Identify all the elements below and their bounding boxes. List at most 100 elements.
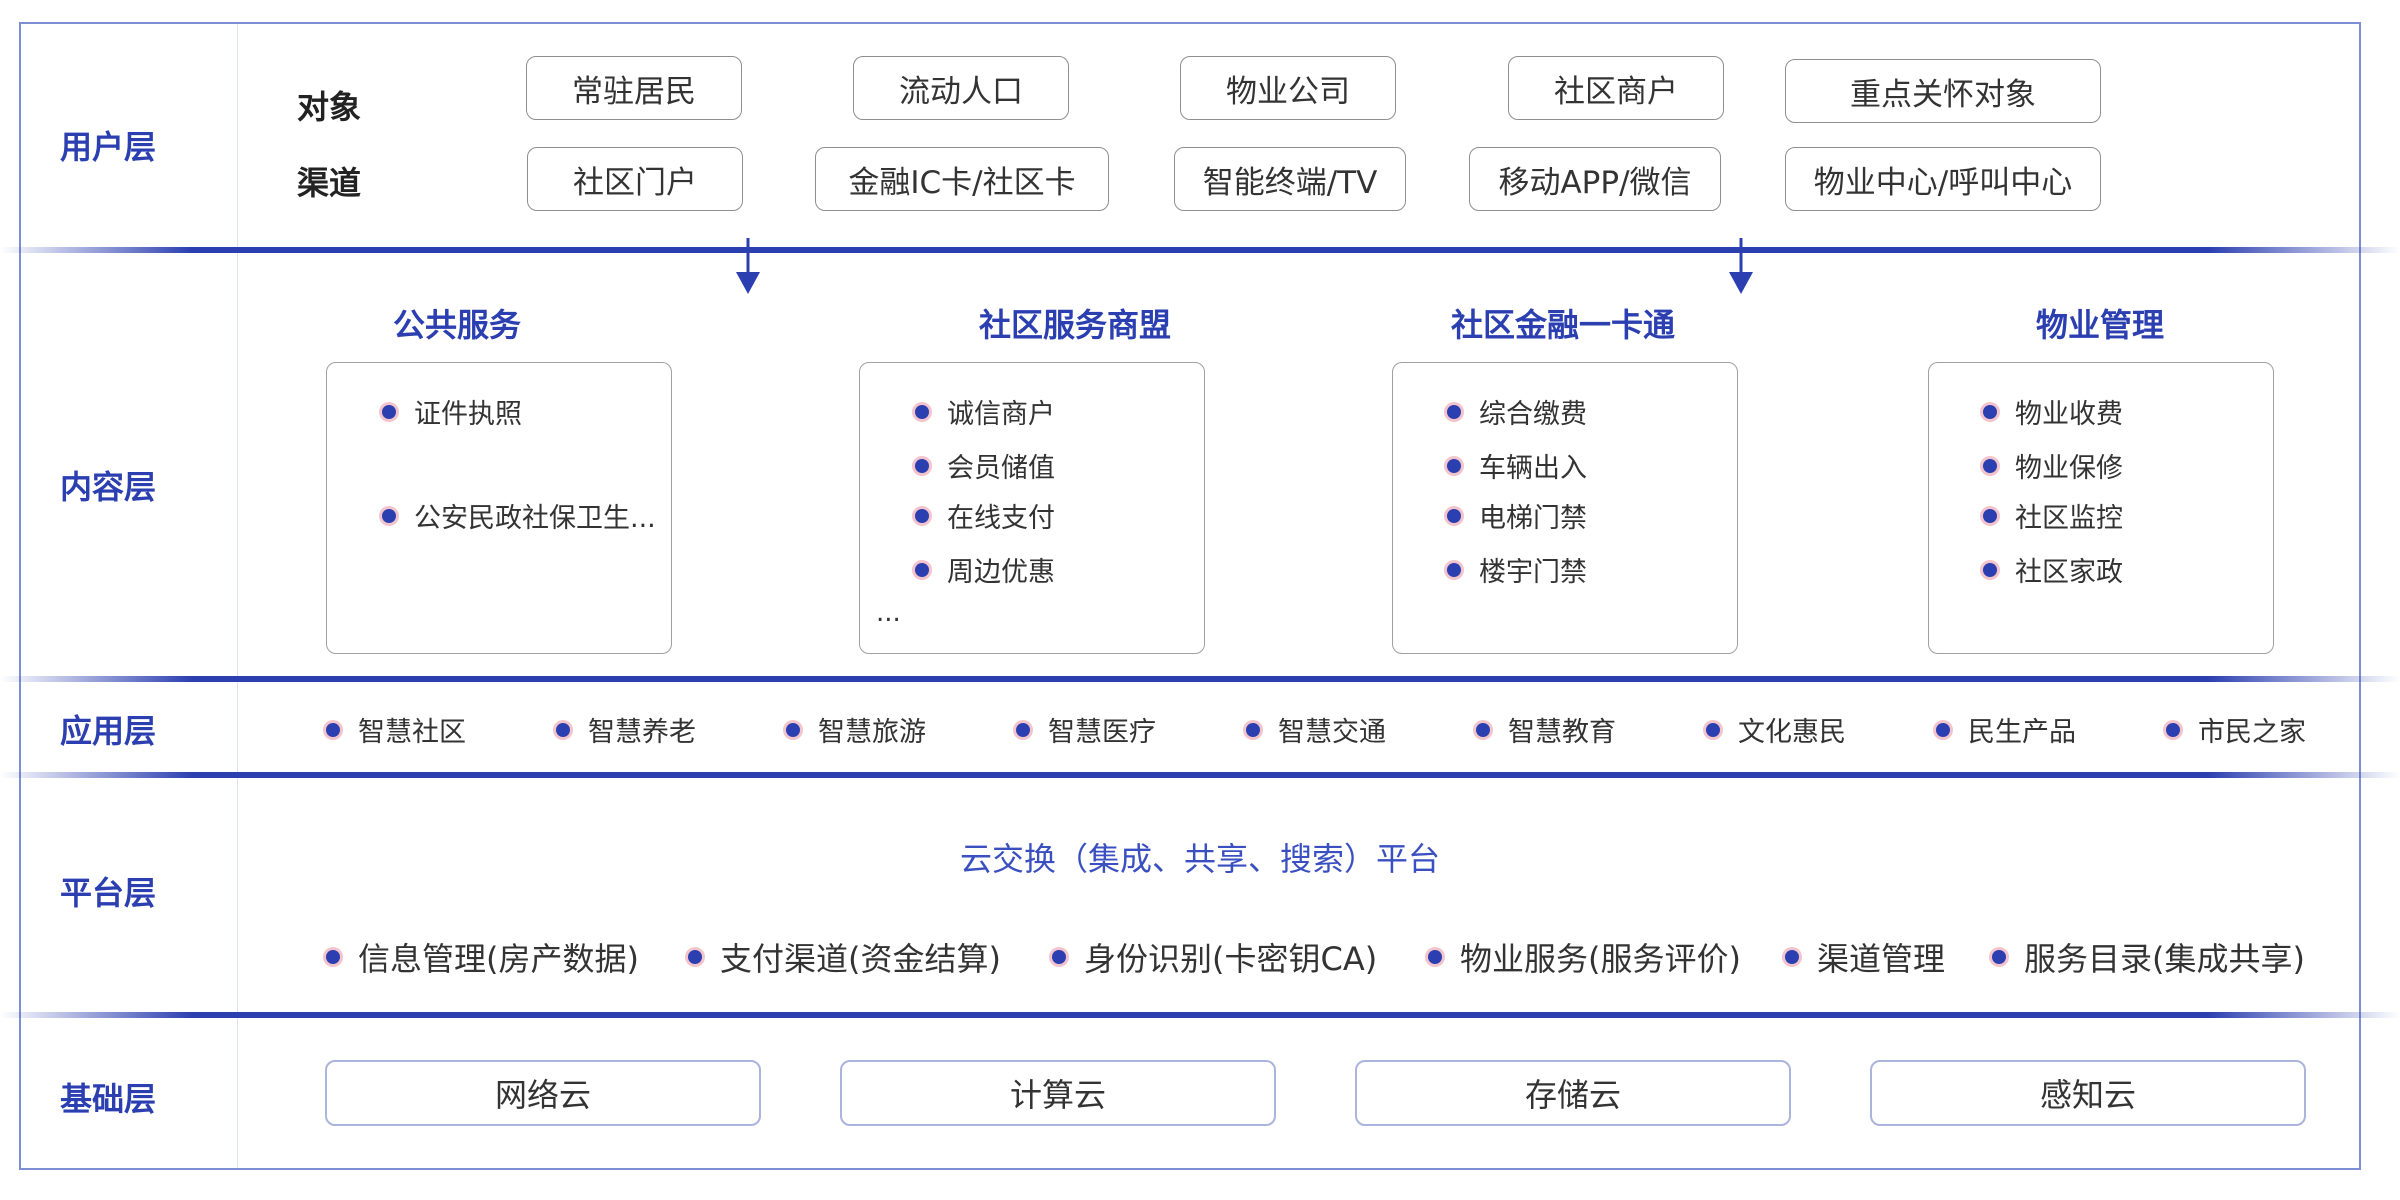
bullet-dot-icon	[1447, 458, 1461, 473]
list-item-label: 楼宇门禁	[1479, 557, 1587, 588]
bullet-dot-icon	[1016, 722, 1030, 737]
bullet-dot-icon	[1983, 458, 1997, 473]
bullet-dot-icon	[1052, 950, 1066, 964]
bullet-dot-icon	[556, 722, 570, 737]
platform-item: 信息管理(房产数据)	[326, 934, 639, 980]
platform-item: 支付渠道(资金结算)	[688, 934, 1001, 980]
bullet-dot-icon	[915, 562, 929, 577]
channel-pill: 智能终端/TV	[1174, 147, 1406, 211]
list-item-label: 物业保修	[2015, 453, 2123, 484]
application-item-label: 智慧养老	[588, 717, 696, 748]
list-item: 物业收费	[1983, 392, 2123, 431]
list-item: 车辆出入	[1447, 446, 1587, 485]
list-item-label: 社区监控	[2015, 503, 2123, 534]
list-item-label: 会员储值	[947, 453, 1055, 484]
platform-item: 物业服务(服务评价)	[1428, 934, 1741, 980]
bullet-dot-icon	[1447, 404, 1461, 419]
list-item-label: 证件执照	[414, 399, 522, 430]
application-item-label: 智慧旅游	[818, 717, 926, 748]
bullet-dot-icon	[382, 508, 396, 523]
application-item: 智慧医疗	[1016, 710, 1156, 749]
list-item-label: 在线支付	[947, 503, 1055, 534]
bullet-dot-icon	[1983, 562, 1997, 577]
application-item-label: 文化惠民	[1738, 717, 1846, 748]
application-item: 智慧教育	[1476, 710, 1616, 749]
layer-label-application: 应用层	[59, 712, 156, 750]
list-item-label: 车辆出入	[1479, 453, 1587, 484]
bullet-dot-icon	[786, 722, 800, 737]
object-pill: 社区商户	[1508, 56, 1724, 120]
application-item: 智慧交通	[1246, 710, 1386, 749]
bullet-dot-icon	[1476, 722, 1490, 737]
bullet-dot-icon	[1992, 950, 2006, 964]
list-item-label: 周边优惠	[947, 557, 1055, 588]
application-item-label: 智慧社区	[358, 717, 466, 748]
application-item-label: 智慧教育	[1508, 717, 1616, 748]
bullet-dot-icon	[326, 950, 340, 964]
list-item: 物业保修	[1983, 446, 2123, 485]
platform-item-label: 信息管理(房产数据)	[358, 940, 639, 978]
list-item-label: 诚信商户	[947, 399, 1055, 430]
platform-item-label: 支付渠道(资金结算)	[720, 940, 1001, 978]
application-item-label: 智慧交通	[1278, 717, 1386, 748]
divider-content-application	[0, 676, 2400, 682]
foundation-pill: 计算云	[840, 1060, 1276, 1126]
bullet-dot-icon	[1428, 950, 1442, 964]
application-item: 文化惠民	[1706, 710, 1846, 749]
bullet-dot-icon	[1447, 508, 1461, 523]
list-item: 楼宇门禁	[1447, 550, 1587, 589]
channel-pill: 物业中心/呼叫中心	[1785, 147, 2101, 211]
list-item: 公安民政社保卫生...	[382, 496, 656, 535]
list-item: 社区家政	[1983, 550, 2123, 589]
platform-item: 服务目录(集成共享)	[1992, 934, 2305, 980]
list-item-label: 物业收费	[2015, 399, 2123, 430]
bullet-dot-icon	[1706, 722, 1720, 737]
application-item: 智慧旅游	[786, 710, 926, 749]
platform-item-label: 物业服务(服务评价)	[1460, 940, 1741, 978]
bullet-dot-icon	[915, 508, 929, 523]
channel-pill: 移动APP/微信	[1469, 147, 1721, 211]
channel-pill: 社区门户	[527, 147, 743, 211]
application-item-label: 民生产品	[1968, 717, 2076, 748]
foundation-pill: 存储云	[1355, 1060, 1791, 1126]
layer-label-content: 内容层	[59, 468, 156, 506]
list-item: 会员储值	[915, 446, 1055, 485]
diagram-frame	[19, 22, 2361, 1170]
list-item: 综合缴费	[1447, 392, 1587, 431]
bullet-dot-icon	[915, 404, 929, 419]
bullet-dot-icon	[1983, 404, 1997, 419]
list-item-label: 综合缴费	[1479, 399, 1587, 430]
content-column-title: 物业管理	[2035, 306, 2164, 344]
object-pill: 流动人口	[853, 56, 1069, 120]
platform-item-label: 身份识别(卡密钥CA)	[1084, 940, 1378, 978]
object-pill: 重点关怀对象	[1785, 59, 2101, 123]
list-item: 电梯门禁	[1447, 496, 1587, 535]
object-pill: 物业公司	[1180, 56, 1396, 120]
channel-pill: 金融IC卡/社区卡	[815, 147, 1109, 211]
layer-label-platform: 平台层	[59, 874, 156, 912]
bullet-dot-icon	[1785, 950, 1799, 964]
application-item: 市民之家	[2166, 710, 2306, 749]
application-item: 智慧社区	[326, 710, 466, 749]
layer-label-column	[21, 24, 238, 1168]
platform-item-label: 渠道管理	[1817, 940, 1946, 978]
down-arrow-icon	[736, 238, 760, 294]
application-item: 民生产品	[1936, 710, 2076, 749]
more-indicator: ...	[876, 598, 901, 628]
bullet-dot-icon	[1983, 508, 1997, 523]
content-column-title: 社区服务商盟	[978, 306, 1171, 344]
divider-application-platform	[0, 772, 2400, 778]
bullet-dot-icon	[688, 950, 702, 964]
list-item-label: 电梯门禁	[1479, 503, 1587, 534]
list-item: 周边优惠	[915, 550, 1055, 589]
bullet-dot-icon	[915, 458, 929, 473]
layer-label-foundation: 基础层	[59, 1080, 156, 1118]
list-item-label: 公安民政社保卫生...	[414, 503, 656, 534]
content-column-title: 公共服务	[392, 306, 521, 344]
platform-item: 渠道管理	[1785, 934, 1945, 980]
application-item-label: 智慧医疗	[1048, 717, 1156, 748]
list-item-label: 社区家政	[2015, 557, 2123, 588]
list-item: 诚信商户	[915, 392, 1055, 431]
application-item: 智慧养老	[556, 710, 696, 749]
platform-title: 云交换（集成、共享、搜索）平台	[959, 840, 1440, 878]
